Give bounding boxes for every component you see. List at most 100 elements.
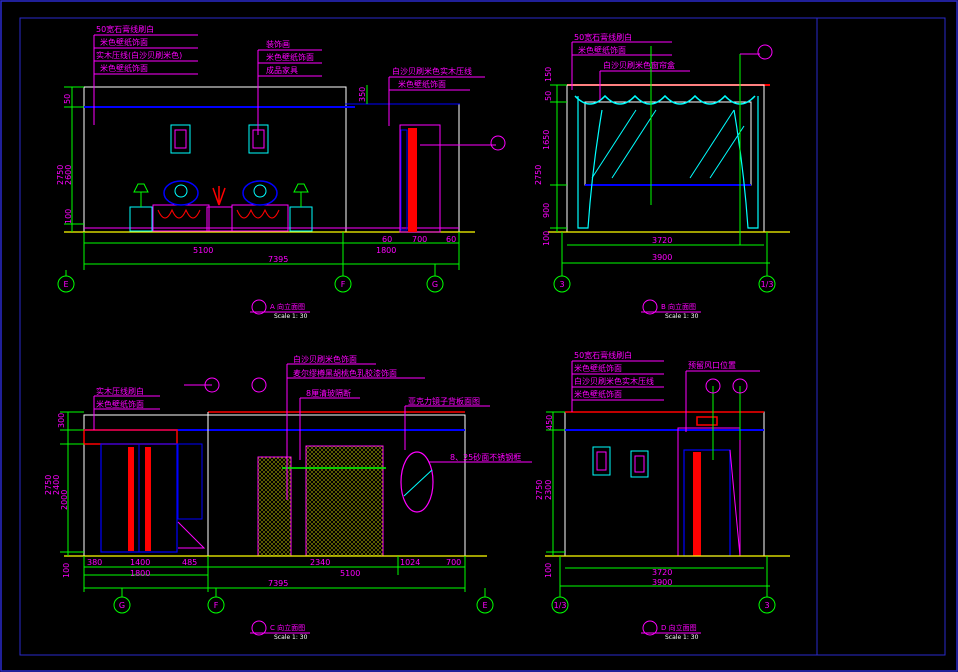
door-frame — [399, 124, 441, 233]
dim-text: 2300 — [544, 480, 553, 500]
door-leaf — [408, 128, 417, 232]
note-text: 米色壁纸饰面 — [578, 45, 626, 55]
door-jamb — [400, 129, 408, 231]
wardrobe-top — [83, 429, 178, 445]
lamp-shade — [133, 183, 149, 193]
window-frame — [584, 101, 752, 186]
nightstand — [289, 206, 313, 232]
wardrobe-door-strip — [145, 447, 151, 551]
glass-hatch — [709, 125, 745, 179]
dim-text: 1800 — [376, 246, 396, 255]
axis-bubble — [113, 596, 131, 614]
axis-label: 3 — [559, 280, 564, 289]
door-swing — [729, 449, 741, 557]
dim-text: 700 — [446, 558, 461, 567]
glass-partition-mesh — [306, 446, 383, 556]
nightstand-center — [206, 206, 233, 232]
dim-text: 2750 — [534, 165, 543, 185]
headboard-left — [163, 180, 199, 206]
curtain-left — [577, 96, 603, 229]
axis-bubble — [758, 596, 776, 614]
view-title: A 向立面图 — [270, 302, 305, 311]
view-scale: Scale 1: 30 — [665, 634, 699, 641]
dim-text: 900 — [542, 203, 551, 218]
dim-text: 380 — [87, 558, 102, 567]
note-text: 实木压线刷白 — [96, 386, 144, 396]
section-marker — [732, 378, 748, 394]
picture-art — [174, 129, 187, 149]
axis-bubble — [426, 275, 444, 293]
section-marker — [705, 378, 721, 394]
dim-text: 100 — [544, 563, 553, 578]
picture-frame — [630, 450, 649, 478]
picture-frame — [592, 446, 611, 476]
note-text: 装饰画 — [266, 39, 290, 49]
drawing-frame — [19, 17, 946, 656]
picture-art — [634, 455, 645, 473]
dim-text: 100 — [62, 563, 71, 578]
note-text: 50宽石膏线刷白 — [574, 32, 632, 42]
view-title: D 向立面图 — [661, 623, 697, 632]
wall-outline — [566, 84, 765, 233]
view-title: B 向立面图 — [661, 302, 696, 311]
axis-bubble — [334, 275, 352, 293]
view-scale: Scale 1: 30 — [274, 634, 308, 641]
note-text: 50宽石膏线刷白 — [96, 24, 154, 34]
oval-mirror — [400, 451, 434, 513]
elevation-view-a — [57, 34, 506, 315]
flower-vase — [212, 186, 226, 206]
dim-text: 2750 — [56, 165, 65, 185]
lamp-shade — [293, 183, 309, 193]
dim-text: 350 — [358, 87, 367, 102]
bedspread-folds — [157, 208, 201, 219]
picture-art — [596, 451, 607, 471]
dim-text: 1400 — [130, 558, 150, 567]
axis-label: E — [482, 601, 487, 610]
dim-text: 2750 — [44, 475, 53, 495]
annotations-b: 50宽石膏线刷白 米色壁纸饰面 白沙贝刷米色窗帘盒 — [574, 32, 675, 70]
glass-hatch — [591, 109, 637, 179]
nightstand — [129, 206, 153, 232]
headboard-ornament — [174, 184, 188, 198]
note-text: 白沙贝刷米色实木压线 — [392, 66, 472, 76]
dim-text: 50 — [63, 94, 72, 104]
mirror-reflection — [403, 469, 433, 497]
axis-bubble — [207, 596, 225, 614]
dimensions-a: 50 2750 2600 100 350 60 700 60 5100 1800… — [56, 87, 456, 264]
note-text: 米色壁纸饰面 — [100, 63, 148, 73]
dim-text: 2000 — [60, 490, 69, 510]
dim-text: 2750 — [535, 480, 544, 500]
dim-text: 2340 — [310, 558, 330, 567]
elevation-view-b — [548, 41, 790, 315]
door-frame — [677, 427, 741, 557]
axis-label: 1/3 — [554, 601, 567, 610]
section-marker — [251, 377, 267, 393]
note-text: 米色壁纸饰面 — [574, 389, 622, 399]
view-scale: Scale 1: 30 — [665, 313, 699, 320]
axis-label: E — [63, 280, 68, 289]
note-text: 白沙贝刷米色实木压线 — [574, 376, 654, 386]
dim-text: 3720 — [652, 236, 672, 245]
dim-text: 3900 — [652, 578, 672, 587]
air-vent — [696, 416, 718, 426]
dim-text: 50 — [544, 91, 553, 101]
axis-label: F — [341, 280, 346, 289]
view-title: C 向立面图 — [270, 623, 305, 632]
dim-text: 100 — [64, 209, 73, 224]
view-titles: A 向立面图 Scale 1: 30 B 向立面图 Scale 1: 30 C … — [270, 302, 699, 641]
note-text: 白沙贝刷米色窗帘盒 — [603, 60, 675, 70]
annotations-a: 50宽石膏线刷白 米色壁纸饰面 实木压线(白沙贝刷米色) 米色壁纸饰面 装饰画 … — [96, 24, 472, 89]
dimensions-c: 300 2750 2400 2000 100 380 1400 485 2340… — [44, 413, 461, 588]
dim-text: 300 — [57, 413, 66, 428]
wall-outline — [83, 86, 347, 233]
wall-outline — [564, 411, 765, 557]
dim-text: 1800 — [130, 569, 150, 578]
dim-text: 5100 — [340, 569, 360, 578]
curtain-right — [733, 96, 759, 229]
dim-text: 60 — [382, 235, 392, 244]
dim-text: 2400 — [52, 475, 61, 495]
dimensions-d: 450 2750 2300 100 3720 3900 — [535, 415, 672, 587]
axis-labels: E F G 3 1/3 G F E 1/3 3 — [63, 280, 773, 610]
bedspread-folds — [236, 208, 280, 219]
section-marker — [204, 377, 220, 393]
